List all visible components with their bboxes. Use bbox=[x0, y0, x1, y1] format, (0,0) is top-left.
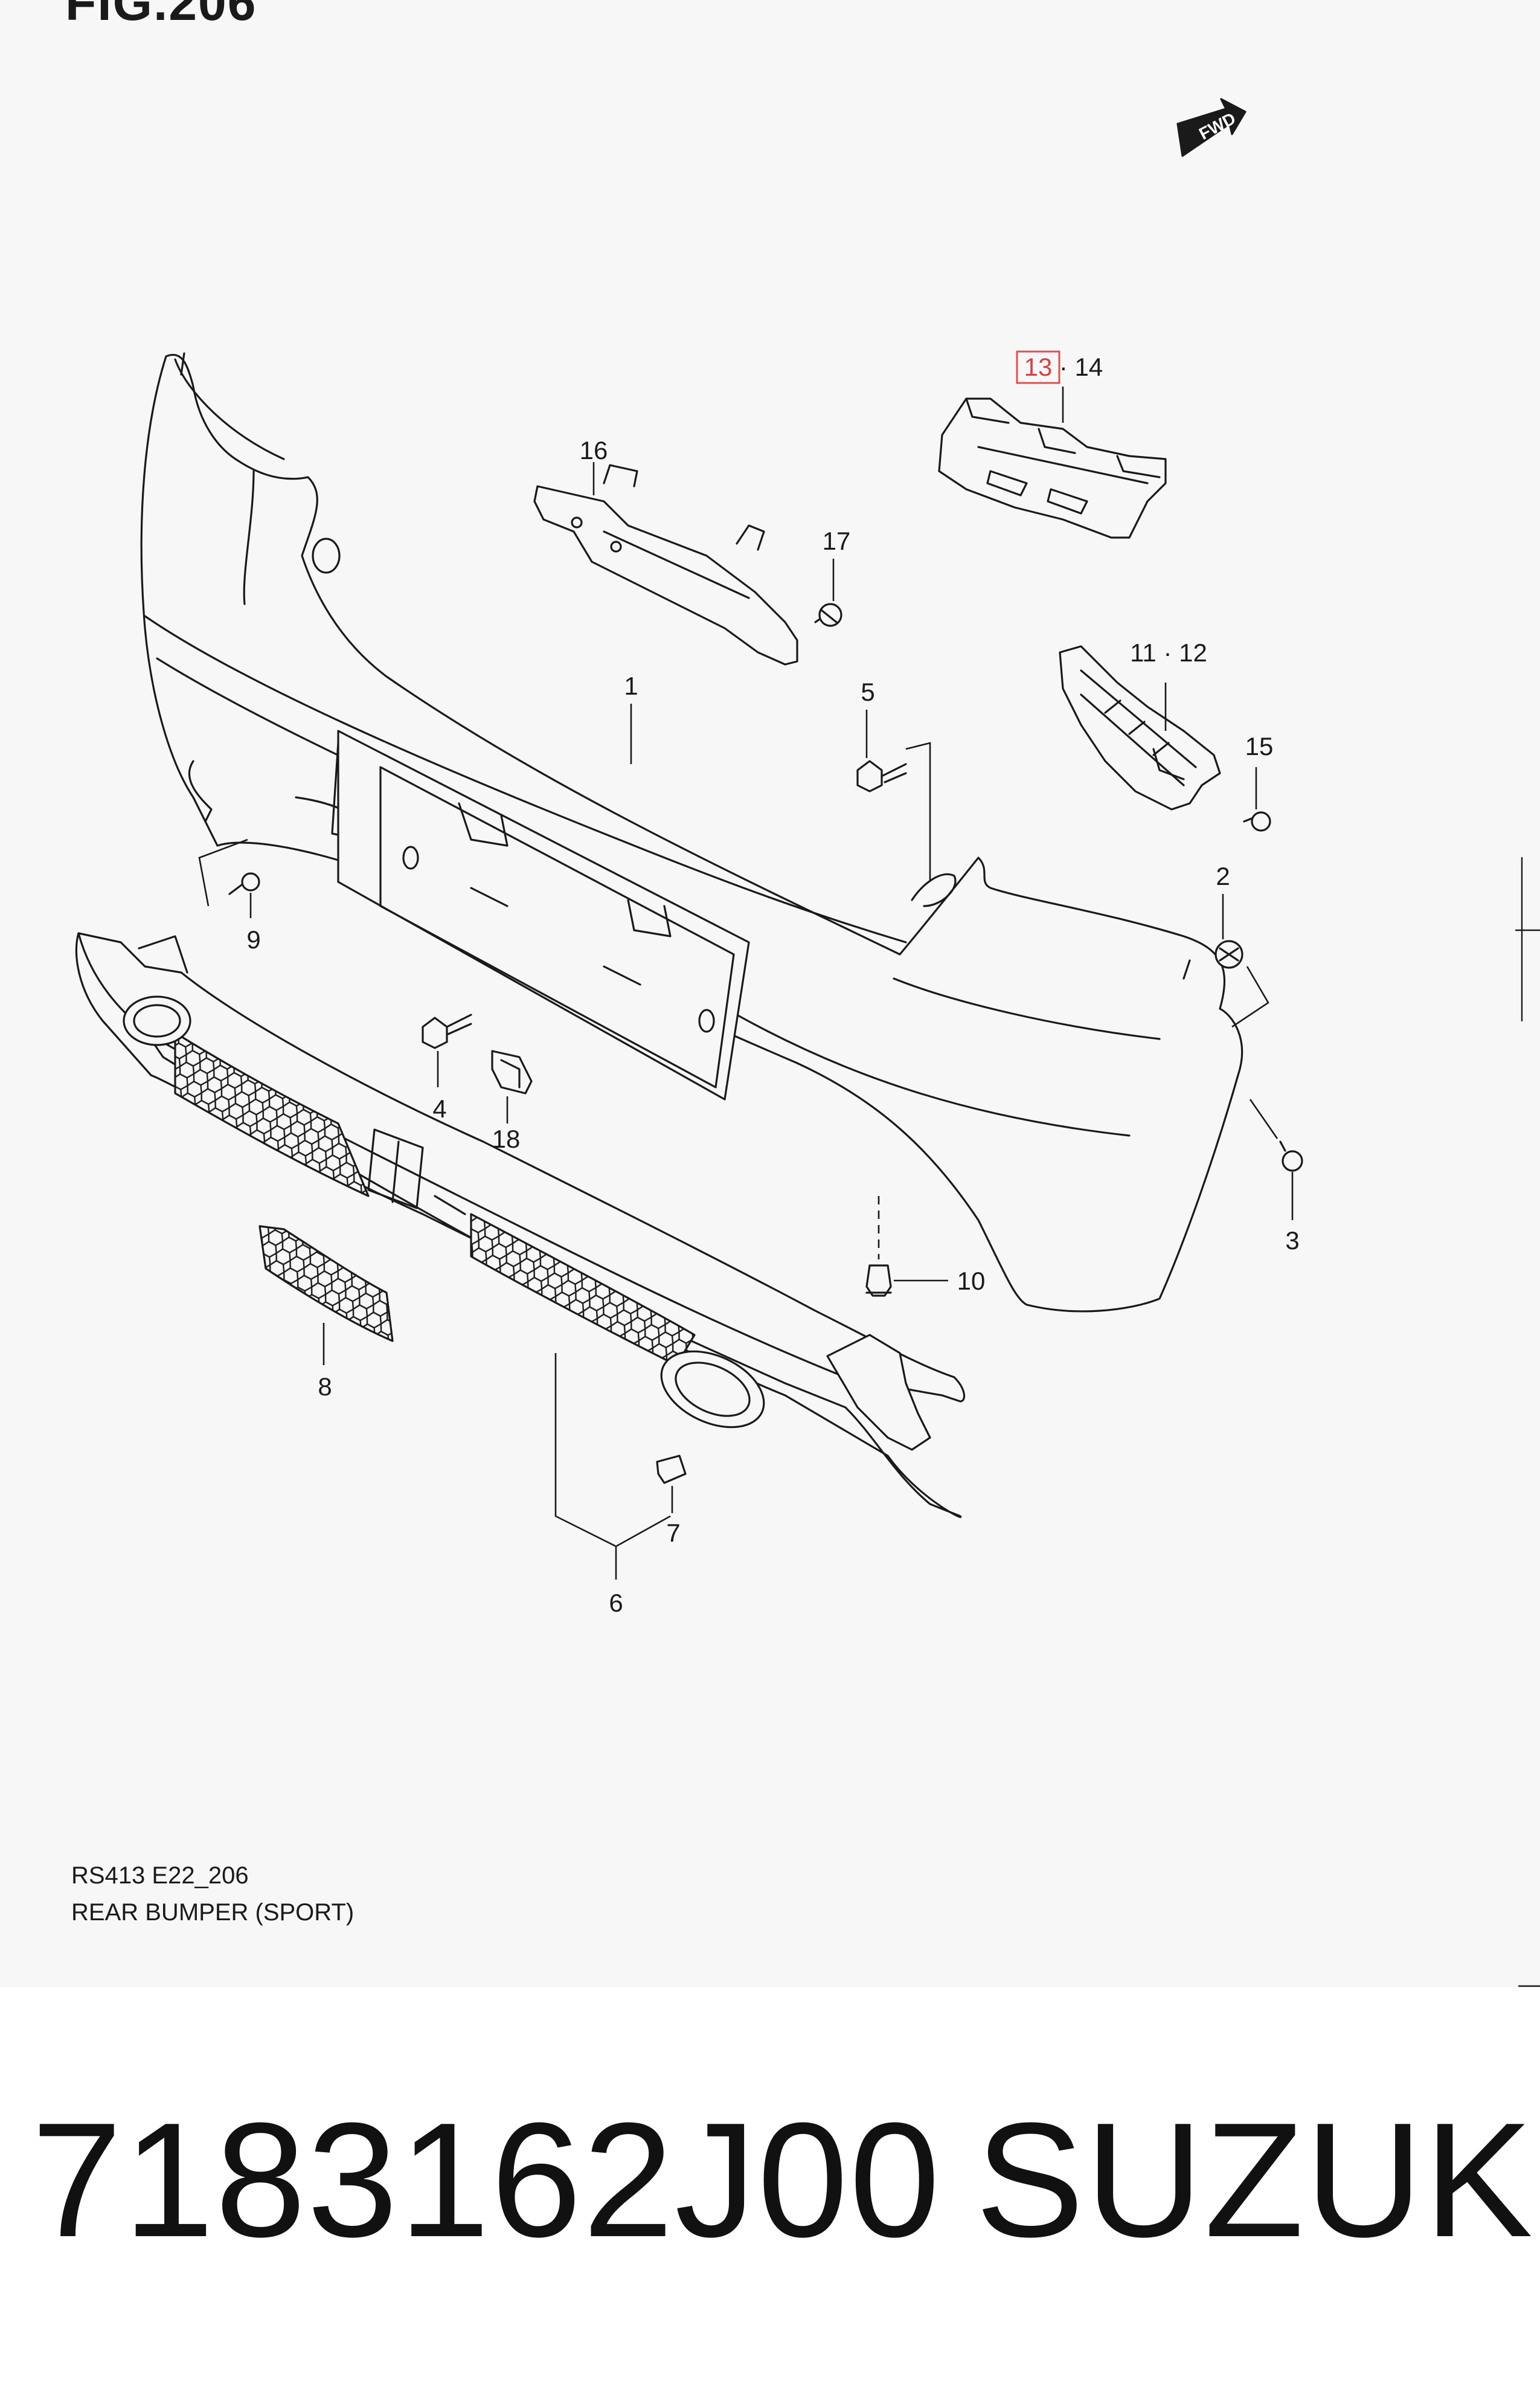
callout-1: 1 bbox=[624, 672, 638, 700]
callout-13: 13 bbox=[1024, 353, 1053, 381]
callout-17: 17 bbox=[823, 527, 851, 555]
callout-2: 2 bbox=[1216, 862, 1230, 890]
part-13-14-bracket bbox=[938, 397, 1167, 539]
part-9-screw bbox=[228, 872, 260, 895]
part-2-clip bbox=[1214, 940, 1243, 969]
exploded-parts-diagram: FWD 1 bbox=[75, 98, 1540, 1987]
fwd-arrow-icon: FWD bbox=[1176, 98, 1246, 157]
diagram-sheet: FWD 1 bbox=[65, 0, 1540, 1987]
callout-9: 9 bbox=[246, 925, 260, 954]
leader-9-ref bbox=[198, 838, 248, 907]
leader-6-a bbox=[554, 1353, 617, 1548]
callout-16: 16 bbox=[580, 436, 608, 465]
part-6-lower-diffuser bbox=[75, 932, 966, 1518]
brand-name: SUZUKI bbox=[975, 2089, 1540, 2271]
callout-10: 10 bbox=[957, 1267, 986, 1295]
callout-14: · 14 bbox=[1059, 353, 1103, 381]
part-7-clip bbox=[656, 1455, 687, 1484]
part-17-screw bbox=[814, 603, 842, 627]
callout-7: 7 bbox=[666, 1519, 680, 1547]
part-3-screw bbox=[1279, 1140, 1303, 1172]
part-11-12-side-bracket bbox=[1059, 645, 1221, 811]
figure-heading: FIG.206 bbox=[65, 0, 257, 31]
callout-13-highlight-box bbox=[1016, 350, 1060, 384]
callout-3: 3 bbox=[1285, 1226, 1299, 1255]
callout-6: 6 bbox=[609, 1589, 623, 1617]
part-5-bolt bbox=[856, 760, 907, 793]
part-1-rear-bumper bbox=[140, 352, 1243, 1313]
leader-5-ref bbox=[905, 742, 931, 882]
callout-15: 15 bbox=[1245, 732, 1274, 760]
part-18-clip bbox=[491, 1050, 533, 1095]
leader-2-ref bbox=[1231, 966, 1269, 1028]
part-8-grille-insert bbox=[258, 1225, 394, 1342]
callout-4: 4 bbox=[432, 1095, 446, 1123]
part-16-center-bracket bbox=[533, 464, 798, 666]
callout-5: 5 bbox=[861, 678, 874, 706]
figure-code: RS413 E22_206 bbox=[71, 1862, 249, 1889]
figure-title: REAR BUMPER (SPORT) bbox=[71, 1899, 355, 1926]
leader-3-ref bbox=[1249, 1099, 1279, 1139]
part-15-screw bbox=[1243, 811, 1271, 832]
callout-8: 8 bbox=[318, 1372, 332, 1401]
callout-11-12: 11 · 12 bbox=[1130, 638, 1207, 667]
part-10-clip bbox=[865, 1264, 892, 1297]
leader-6-b bbox=[615, 1515, 671, 1548]
part-4-bolt bbox=[422, 1014, 472, 1049]
part-number: 7183162J00 bbox=[31, 2089, 942, 2271]
